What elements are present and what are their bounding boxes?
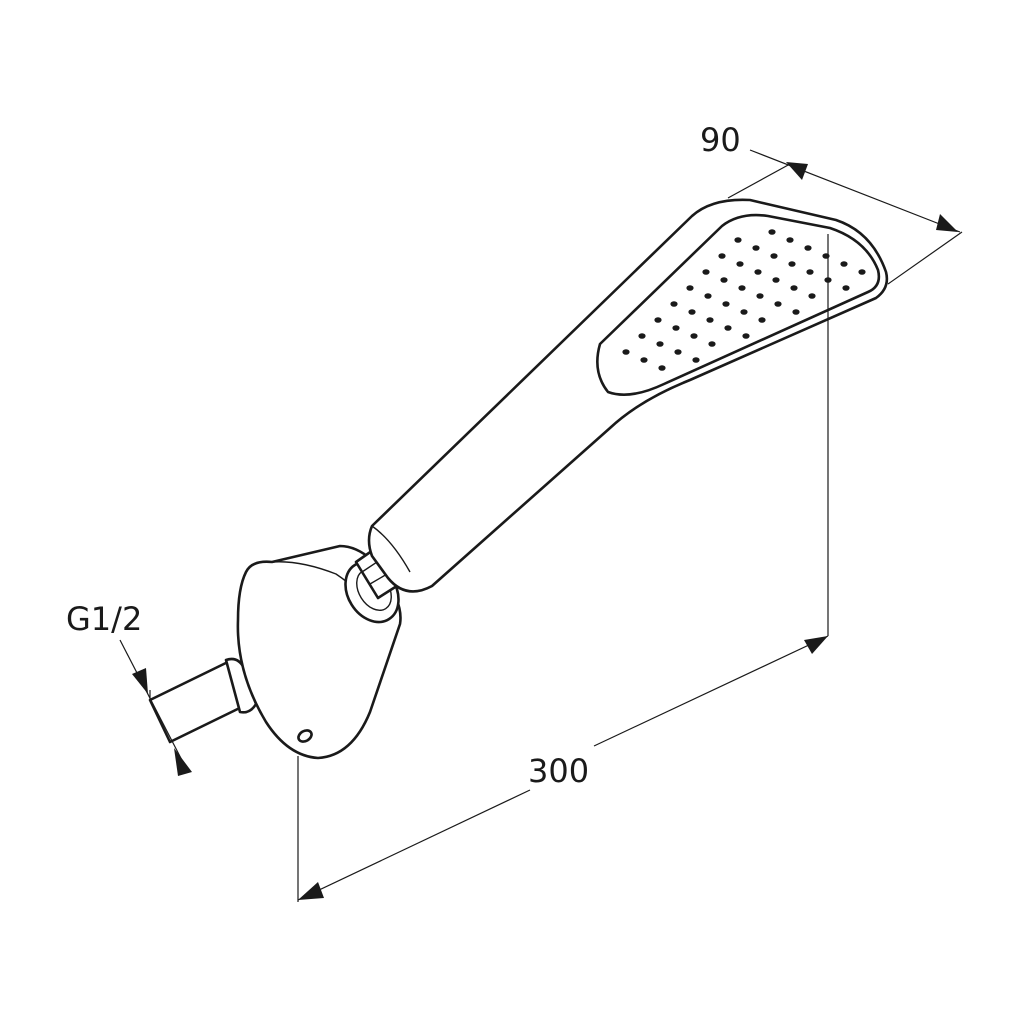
nozzle	[808, 293, 816, 299]
nozzle	[706, 317, 714, 323]
nozzle	[638, 333, 646, 339]
length-dimension-label: 300	[528, 752, 589, 790]
nozzle	[702, 269, 710, 275]
nozzle	[788, 261, 796, 267]
nozzle	[786, 237, 794, 243]
nozzle	[672, 325, 680, 331]
arrow-head	[804, 636, 828, 654]
arrow-head	[936, 214, 958, 232]
nozzle	[774, 301, 782, 307]
nozzle	[768, 229, 776, 235]
nozzle	[742, 333, 750, 339]
nozzle	[720, 277, 728, 283]
nozzle	[758, 317, 766, 323]
dimension-width: 90	[700, 121, 963, 285]
nozzle	[756, 293, 764, 299]
nozzle	[722, 301, 730, 307]
arrow-head	[132, 668, 148, 694]
width-dimension-label: 90	[700, 121, 741, 159]
nozzle	[840, 261, 848, 267]
nozzle	[708, 341, 716, 347]
arrow-head	[298, 882, 324, 900]
nozzle	[670, 301, 678, 307]
spray-nozzles	[622, 229, 866, 371]
arrow-head	[174, 748, 192, 776]
nozzle	[754, 269, 762, 275]
spray-face	[596, 213, 881, 396]
nozzle	[790, 285, 798, 291]
nozzle	[770, 253, 778, 259]
nozzle	[858, 269, 866, 275]
nozzle	[692, 357, 700, 363]
nozzle	[654, 317, 662, 323]
nozzle	[740, 309, 748, 315]
nozzle	[752, 245, 760, 251]
nozzle	[738, 285, 746, 291]
nozzle	[806, 269, 814, 275]
nozzle	[736, 261, 744, 267]
wall-pipe	[148, 657, 258, 744]
nozzle	[718, 253, 726, 259]
dimension-thread: G1/2	[66, 600, 192, 776]
nozzle	[804, 245, 812, 251]
nozzle	[686, 285, 694, 291]
nozzle	[734, 237, 742, 243]
nozzle	[690, 333, 698, 339]
nozzle	[704, 293, 712, 299]
screw-hole	[297, 729, 313, 743]
dimension-length: 300	[297, 234, 829, 902]
nozzle	[658, 365, 666, 371]
nozzle	[792, 309, 800, 315]
nozzle	[688, 309, 696, 315]
nozzle	[656, 341, 664, 347]
nozzle	[674, 349, 682, 355]
nozzle	[772, 277, 780, 283]
arrow-head	[786, 162, 808, 180]
nozzle	[640, 357, 648, 363]
nozzle	[842, 285, 850, 291]
thread-dimension-label: G1/2	[66, 600, 142, 638]
nozzle	[622, 349, 630, 355]
nozzle	[724, 325, 732, 331]
